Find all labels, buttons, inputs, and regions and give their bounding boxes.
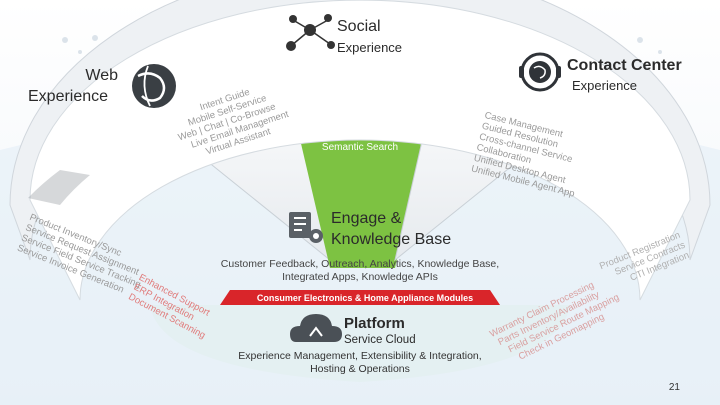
social-subtitle: Experience (337, 40, 403, 55)
engage-description: Customer Feedback, Outreach, Analytics, … (200, 258, 520, 284)
engage-desc-line: Integrated Apps, Knowledge APIs (282, 271, 438, 283)
social-items: Self-Service Facebook Support Community … (290, 92, 430, 155)
engage-title: Engage & (331, 210, 402, 227)
social-title: Social (337, 18, 381, 35)
headset-icon (519, 52, 561, 92)
social-item: Support Community (315, 104, 405, 116)
platform-desc-line: Hosting & Operations (310, 363, 410, 375)
knowledge-base-icon (289, 212, 323, 243)
platform-description: Experience Management, Extensibility & I… (220, 350, 500, 376)
globe-icon (132, 64, 176, 108)
modules-bar-label: Consumer Electronics & Home Appliance Mo… (256, 293, 474, 303)
social-network-icon (286, 14, 335, 51)
web-subtitle: Experience (28, 88, 109, 105)
social-item: Innovation Community (310, 117, 410, 128)
decorative-dots (62, 35, 662, 54)
social-item: Self-Service Facebook (309, 92, 411, 103)
contact-subtitle: Experience (572, 78, 638, 93)
platform-subtitle: Service Cloud (344, 334, 416, 346)
web-title: Web (85, 67, 118, 84)
social-item: Semantic Search (321, 142, 399, 153)
cloud-icon (290, 314, 342, 342)
contact-title: Contact Center (567, 57, 682, 74)
social-item: Social Monitor (328, 129, 392, 141)
page-number: 21 (668, 382, 680, 393)
platform-desc-line: Experience Management, Extensibility & I… (238, 350, 482, 362)
platform-area (150, 305, 570, 382)
engage-title-2: Knowledge Base (331, 231, 452, 248)
engage-desc-line: Customer Feedback, Outreach, Analytics, … (220, 258, 500, 270)
left-strip (28, 170, 90, 205)
engage-band (29, 0, 691, 301)
modules-bar (220, 290, 500, 305)
platform-title: Platform (344, 315, 405, 332)
